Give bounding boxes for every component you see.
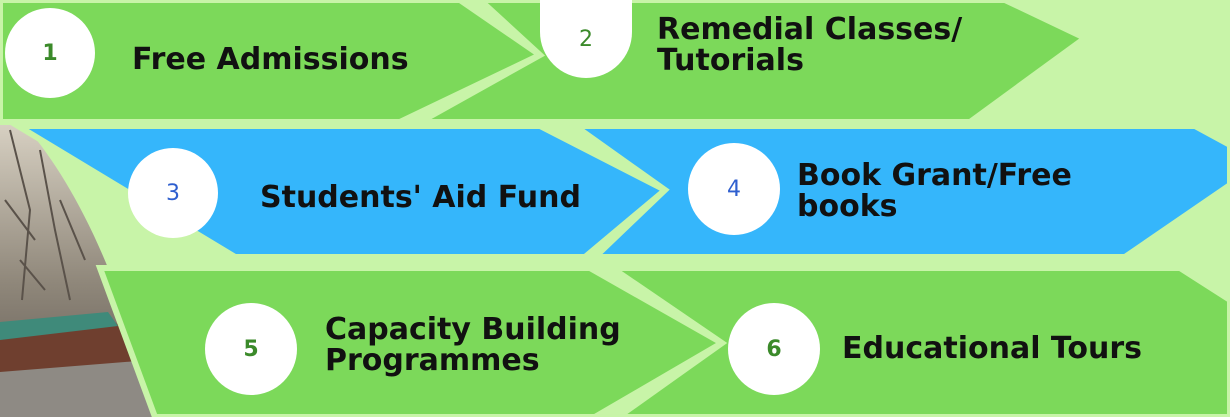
step-6-number: 6 bbox=[728, 303, 820, 395]
band-row1-segment1 bbox=[0, 0, 546, 125]
campus-photo-fragment bbox=[0, 120, 155, 417]
step-1-label: Free Admissions bbox=[132, 44, 409, 75]
step-6-label-line1: Educational Tours bbox=[842, 331, 1143, 366]
step-3-label-line1: Students' Aid Fund bbox=[260, 180, 581, 215]
step-5-label-line2: Programmes bbox=[325, 343, 540, 378]
step-2-label-line2: Tutorials bbox=[657, 43, 804, 78]
step-1-number: 1 bbox=[5, 8, 95, 98]
step-3-number: 3 bbox=[128, 148, 218, 238]
step-4-label-line2: books bbox=[797, 189, 898, 224]
step-4-label-line1: Book Grant/Free bbox=[797, 158, 1072, 193]
step-1-label-line1: Free Admissions bbox=[132, 42, 409, 77]
step-2-label: Remedial Classes/ Tutorials bbox=[657, 14, 962, 76]
step-5-label: Capacity Building Programmes bbox=[325, 314, 621, 376]
step-3-label: Students' Aid Fund bbox=[260, 182, 581, 213]
step-2-label-line1: Remedial Classes/ bbox=[657, 12, 963, 47]
step-5-label-line1: Capacity Building bbox=[325, 312, 621, 347]
step-6-label: Educational Tours bbox=[842, 333, 1142, 364]
step-4-label: Book Grant/Free books bbox=[797, 160, 1072, 222]
step-5-number: 5 bbox=[205, 303, 297, 395]
step-4-number: 4 bbox=[688, 143, 780, 235]
step-2-number: 2 bbox=[540, 0, 632, 78]
